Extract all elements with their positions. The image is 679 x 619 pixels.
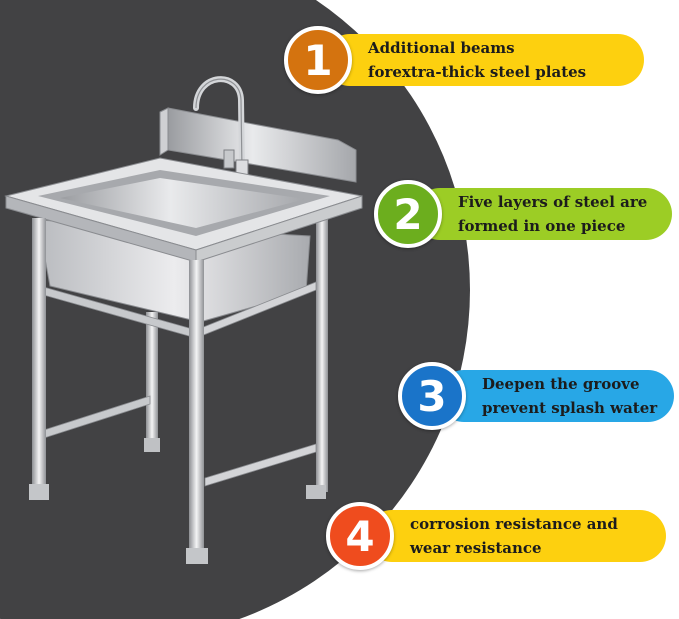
feature-3-line-2: prevent splash water bbox=[482, 399, 658, 417]
feature-1-banner: Additional beams forextra-thick steel pl… bbox=[324, 34, 644, 86]
number-2-badge-icon: 2 bbox=[374, 180, 442, 248]
feature-3-line-1: Deepen the groove bbox=[482, 375, 640, 393]
feature-4-line-2: wear resistance bbox=[410, 539, 542, 557]
feature-4: corrosion resistance and wear resistance… bbox=[326, 502, 672, 570]
feature-2-banner: Five layers of steel are formed in one p… bbox=[414, 188, 672, 240]
feature-3-banner: Deepen the groove prevent splash water bbox=[438, 370, 674, 422]
feature-4-line-1: corrosion resistance and bbox=[410, 515, 618, 533]
feature-4-banner: corrosion resistance and wear resistance bbox=[366, 510, 666, 562]
number-3-badge-icon: 3 bbox=[398, 362, 466, 430]
feature-2-line-1: Five layers of steel are bbox=[458, 193, 648, 211]
feature-2-line-2: formed in one piece bbox=[458, 217, 626, 235]
feature-2: Five layers of steel are formed in one p… bbox=[374, 180, 674, 248]
feature-1-line-2: forextra-thick steel plates bbox=[368, 63, 587, 81]
feature-1: Additional beams forextra-thick steel pl… bbox=[284, 26, 644, 94]
feature-3: Deepen the groove prevent splash water 3 bbox=[398, 362, 676, 430]
feature-1-line-1: Additional beams bbox=[368, 39, 515, 57]
number-1-badge-icon: 1 bbox=[284, 26, 352, 94]
number-4-badge-icon: 4 bbox=[326, 502, 394, 570]
